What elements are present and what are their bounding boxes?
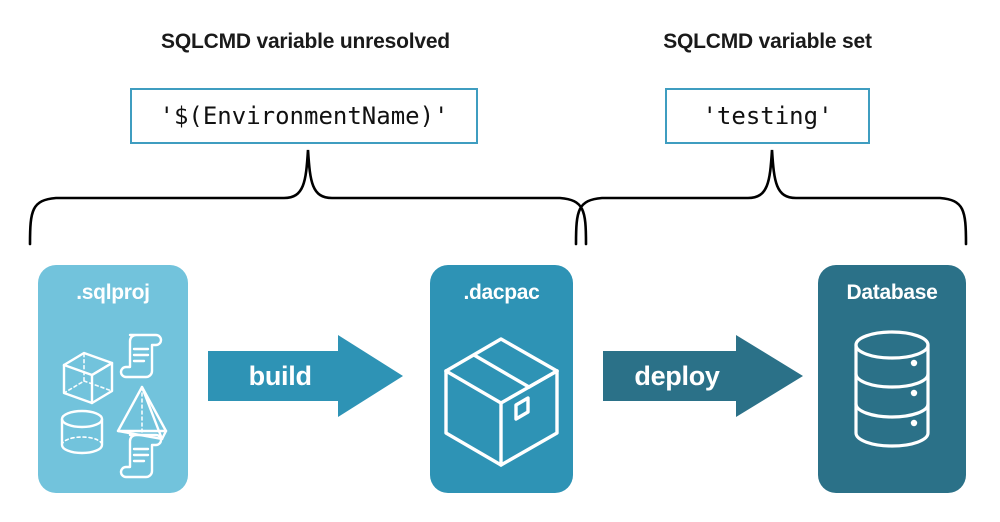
sqlproj-artwork (38, 313, 188, 485)
package-box-icon (444, 337, 559, 467)
stage-box-dacpac: .dacpac (430, 265, 573, 493)
arrow-build: build (208, 335, 403, 417)
cube-wireframe-icon (62, 351, 114, 405)
cylinder-wireframe-icon (60, 409, 104, 455)
dacpac-artwork (430, 313, 573, 485)
database-artwork (818, 313, 966, 485)
curly-brace-right-icon (568, 148, 972, 244)
sqlcmd-value-right: 'testing' (702, 102, 833, 130)
scroll-icon (119, 333, 163, 379)
curly-brace-left-icon (28, 148, 580, 244)
stage-box-database: Database (818, 265, 966, 493)
annotation-heading-right: SQLCMD variable set (663, 30, 872, 53)
annotation-heading-left: SQLCMD variable unresolved (161, 30, 450, 53)
sqlcmd-value-box-right: 'testing' (665, 88, 870, 144)
sqlcmd-value-left: '$(EnvironmentName)' (159, 102, 449, 130)
stage-label-sqlproj: .sqlproj (76, 281, 150, 304)
scroll-icon (119, 433, 163, 479)
sqlcmd-value-box-left: '$(EnvironmentName)' (130, 88, 478, 144)
arrow-deploy: deploy (603, 335, 803, 417)
pyramid-wireframe-icon (116, 385, 168, 441)
database-cylinder-icon (854, 330, 930, 448)
stage-box-sqlproj: .sqlproj (38, 265, 188, 493)
stage-label-dacpac: .dacpac (463, 281, 540, 304)
stage-label-database: Database (846, 281, 938, 304)
